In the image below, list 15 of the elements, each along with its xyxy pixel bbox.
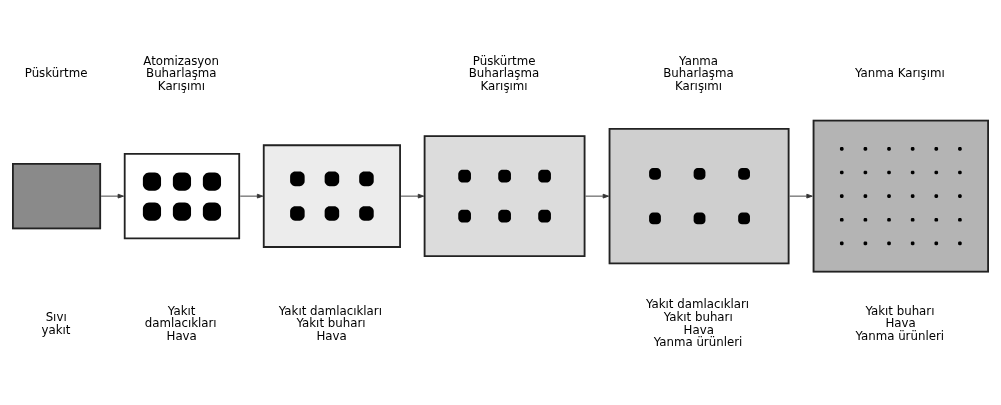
label: Yakıt damlacıkları Yakıt buharı Hava (278, 303, 382, 344)
label: Yakıt damlacıkları Yakıt buharı Hava Yanma ürünleri (645, 297, 750, 350)
label: Atomizasyon Buharlaşma Karışımı (143, 53, 220, 94)
arrow (789, 193, 813, 199)
label: Sıvı yakıt (41, 310, 71, 337)
arrow (100, 193, 124, 199)
label: Yanma Karışımı (854, 66, 945, 81)
label: Yakıt damlacıkları Hava (144, 303, 217, 344)
arrow (585, 193, 610, 199)
arrow (239, 193, 264, 199)
label: Püskürtme Buharlaşma Karışımı (468, 53, 540, 94)
label: Püskürtme (24, 66, 88, 81)
arrow (400, 193, 425, 199)
label: Yakıt buharı Hava Yanma ürünleri (855, 303, 945, 344)
label: Yanma Buharlaşma Karışımı (663, 53, 734, 94)
